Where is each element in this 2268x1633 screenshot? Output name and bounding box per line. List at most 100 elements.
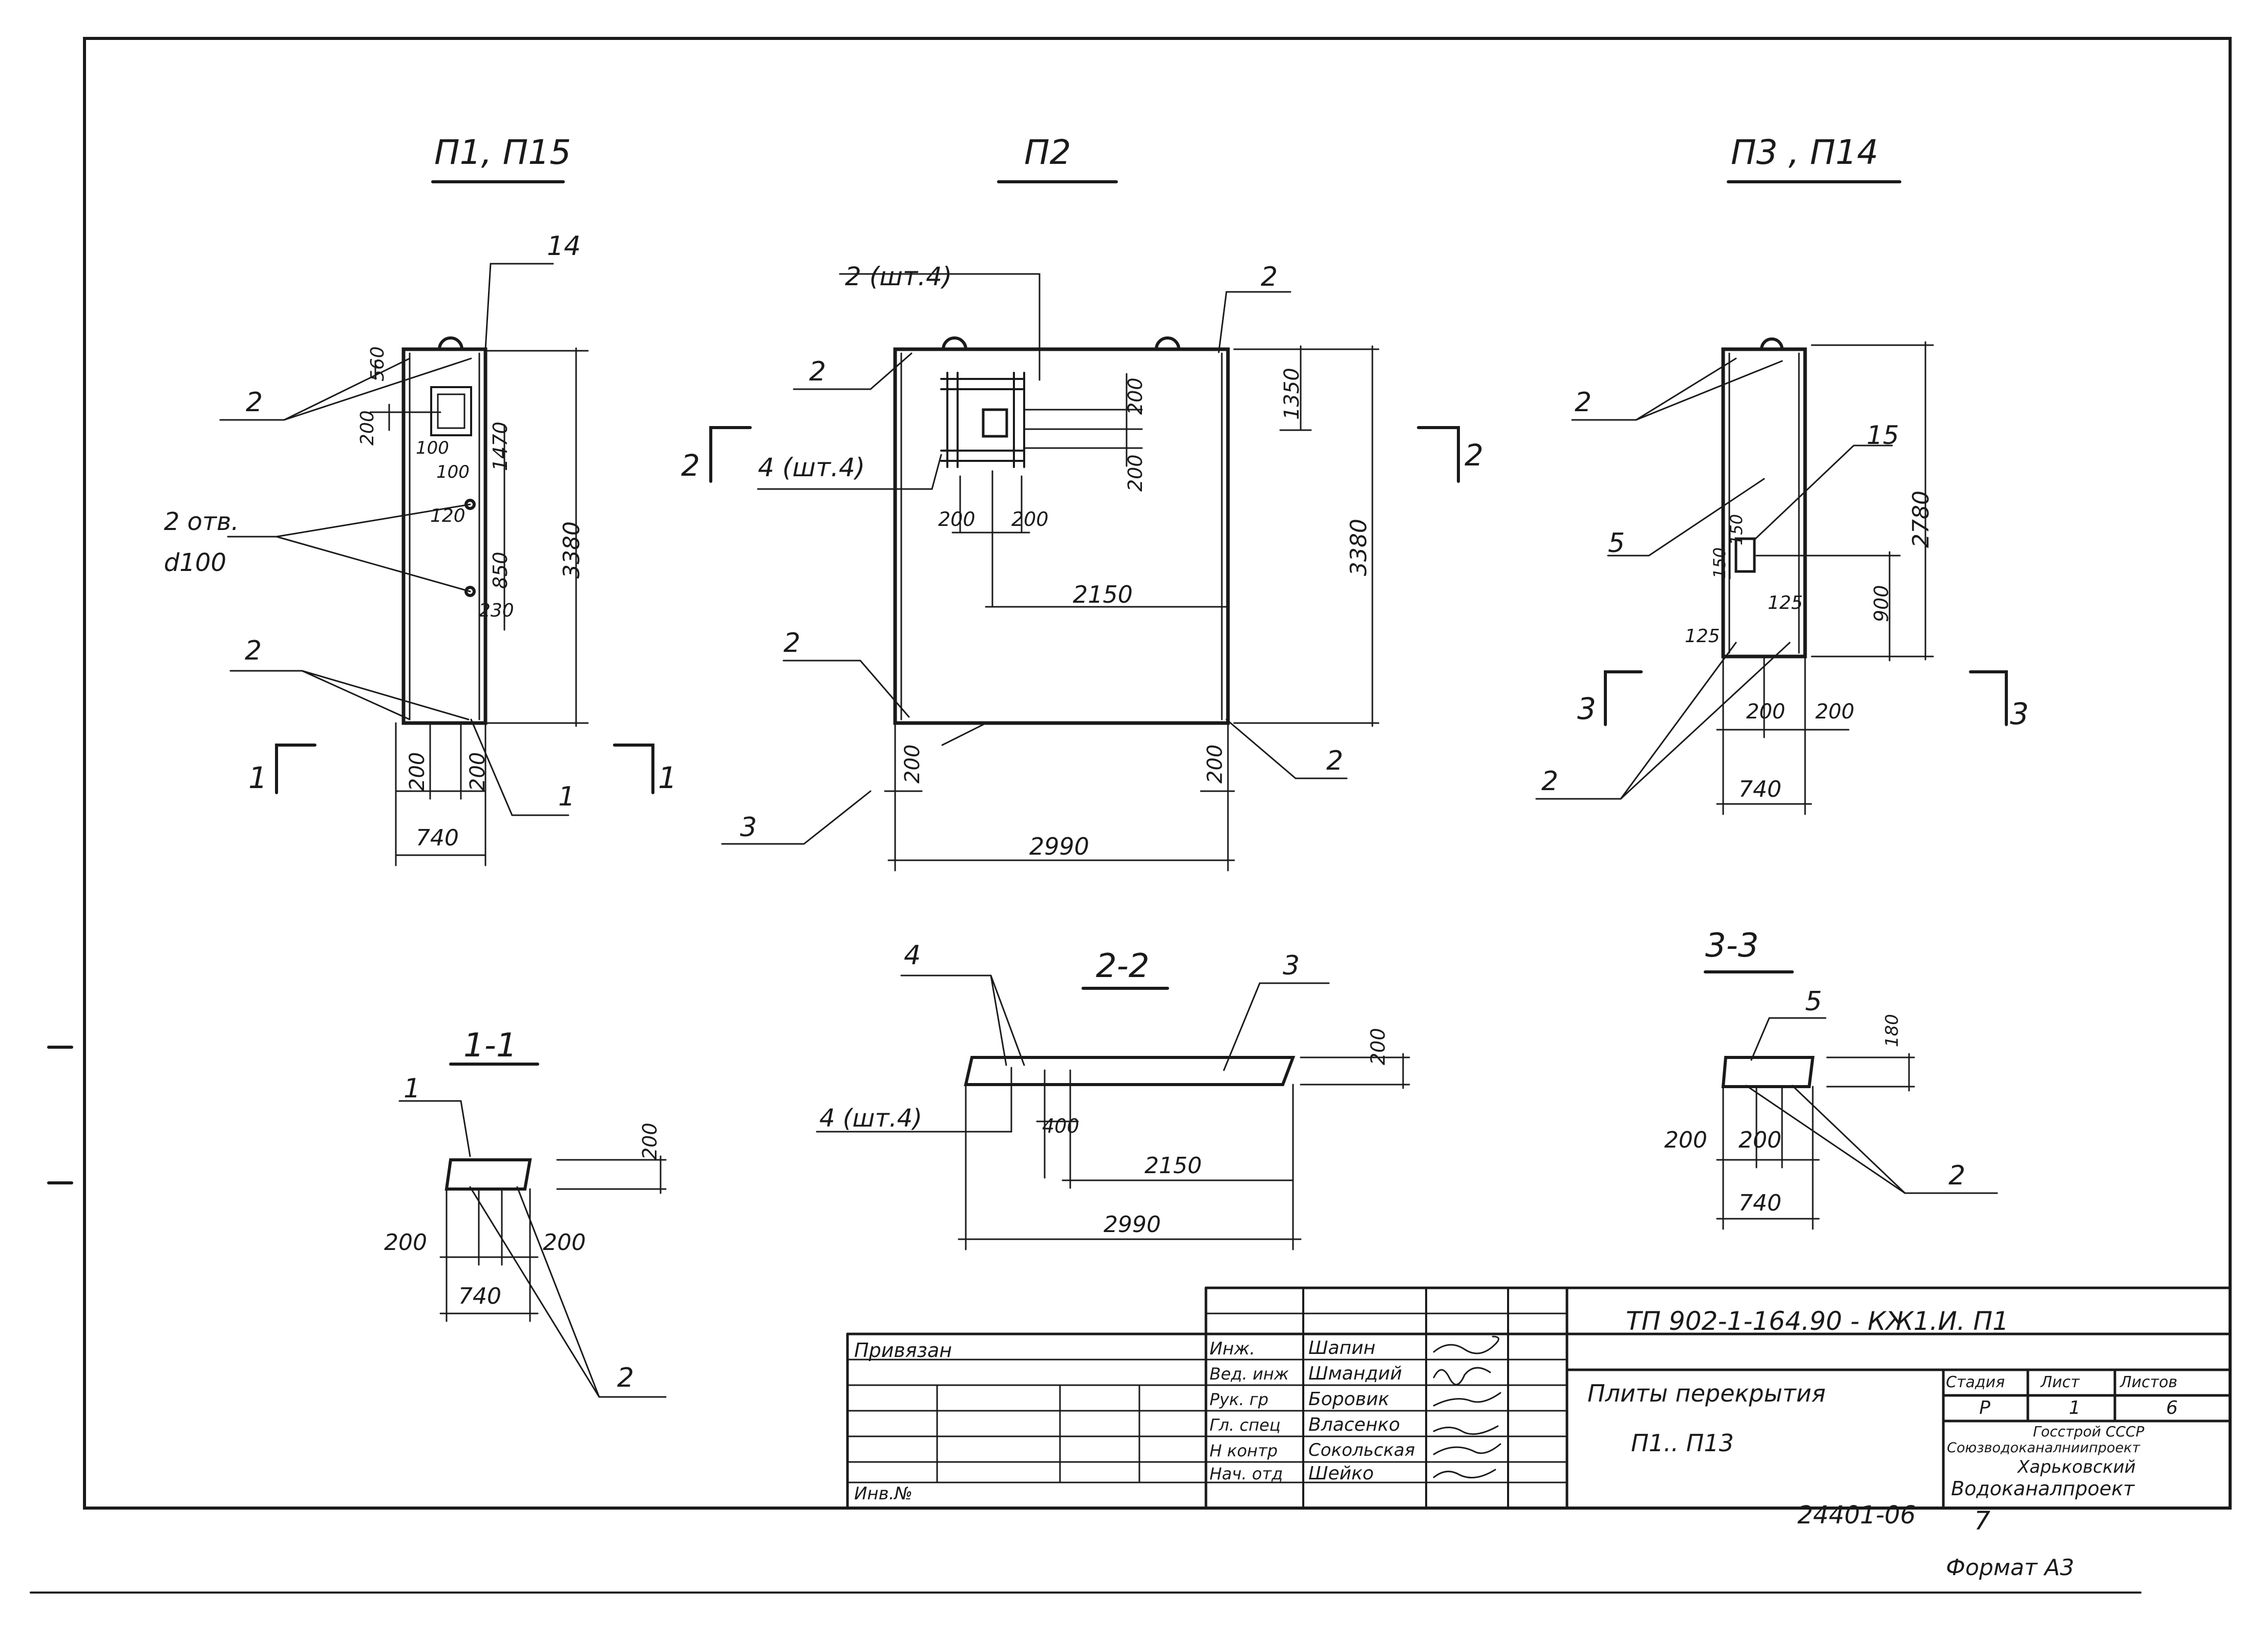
dim-125-a: 125 [1768, 592, 1803, 613]
s22-dim-400: 400 [1042, 1115, 1079, 1137]
role-3: Рук. гр [1210, 1390, 1269, 1409]
dim-560: 560 [367, 346, 388, 381]
s22-dim-200-height: 200 [1367, 1028, 1389, 1065]
sheet-frame [83, 37, 2232, 1510]
s33-callout-5: 5 [1805, 986, 1822, 1017]
org-line-2: Союзводоканалниипроект [1947, 1440, 2140, 1456]
callout-15: 15 [1867, 420, 1899, 450]
view-title-p2: П2 [1024, 133, 1071, 172]
section-3-3-drawing [1704, 970, 1998, 1230]
callout-2-sht4: 2 (шт.4) [845, 262, 952, 291]
signature-3 [1433, 1392, 1501, 1407]
dim-200-p2-a: 200 [1124, 377, 1147, 415]
s33-dim-740: 740 [1739, 1190, 1782, 1216]
dim-200-hole: 200 [357, 410, 378, 446]
section-mark-2-left: 2 [681, 448, 700, 483]
s22-callout-3: 3 [1283, 950, 1300, 981]
callout-holes-diameter: d100 [164, 548, 227, 577]
dim-900: 900 [1870, 585, 1893, 622]
callout-2-bottom-p3: 2 [1541, 766, 1559, 797]
dim-150-a: 150 [1710, 547, 1729, 579]
dim-850: 850 [489, 552, 512, 589]
section-mark-1-right: 1 [658, 760, 677, 795]
dim-100-a: 100 [416, 438, 449, 458]
callout-2-top-p3: 2 [1575, 387, 1592, 418]
callout-5: 5 [1608, 528, 1625, 559]
dim-2990-p2: 2990 [1029, 833, 1090, 860]
dim-200-p2-e: 200 [901, 744, 924, 783]
document-name-2: П1.. П13 [1631, 1429, 1734, 1457]
callout-2-bottom-left: 2 [245, 635, 262, 666]
name-6: Шейко [1308, 1463, 1374, 1484]
dim-150-b: 150 [1727, 514, 1746, 545]
role-2: Вед. инж [1210, 1364, 1289, 1384]
section-mark-3-right: 3 [2010, 696, 2029, 731]
callout-14: 14 [547, 231, 581, 262]
callout-2-top-left: 2 [246, 387, 263, 418]
s33-dim-180: 180 [1882, 1014, 1902, 1047]
callout-3: 3 [740, 812, 757, 843]
s11-dim-740: 740 [458, 1283, 501, 1309]
dim-1470: 1470 [489, 421, 512, 471]
signature-4 [1433, 1425, 1499, 1435]
document-name-1: Плиты перекрытия [1587, 1380, 1826, 1407]
callout-2-top-left-p2: 2 [809, 356, 826, 387]
s11-dim-200-left: 200 [384, 1229, 427, 1256]
role-6: Нач. отд [1210, 1464, 1283, 1483]
plate-p1-drawing [219, 180, 654, 866]
dim-200-p3-a: 200 [1746, 700, 1786, 724]
document-code: ТП 902-1-164.90 - КЖ1.И. П1 [1626, 1306, 2009, 1336]
dim-740-p1: 740 [416, 825, 459, 851]
section-title-1-1: 1-1 [463, 1027, 517, 1065]
name-5: Сокольская [1308, 1440, 1415, 1460]
s33-dim-200-right: 200 [1739, 1127, 1782, 1153]
callout-2-top-right: 2 [1261, 262, 1278, 292]
sheet-header: Лист [2041, 1373, 2080, 1391]
plate-p2-drawing [709, 180, 1460, 872]
dim-200-p1-left: 200 [406, 752, 429, 791]
section-mark-1-left: 1 [248, 760, 267, 795]
name-2: Шмандий [1308, 1363, 1402, 1384]
signature-5 [1433, 1443, 1501, 1455]
callout-1: 1 [558, 781, 576, 812]
dim-200-p3-b: 200 [1815, 700, 1855, 724]
s33-callout-2: 2 [1948, 1160, 1966, 1191]
name-4: Власенко [1308, 1414, 1401, 1435]
callout-2-bottom-right-p2: 2 [1326, 746, 1344, 776]
page-number: 7 [1974, 1506, 1990, 1536]
callout-2-bottom-left-p2: 2 [783, 628, 801, 659]
section-2-2-drawing [816, 974, 1410, 1250]
callout-4-sht4: 4 (шт.4) [758, 453, 865, 482]
org-line-4: Водоканалпроект [1951, 1477, 2135, 1500]
s11-callout-1: 1 [404, 1073, 421, 1104]
s11-dim-200-height: 200 [639, 1122, 661, 1160]
view-title-p3: П3 , П14 [1731, 133, 1879, 172]
stage-value: Р [1979, 1397, 1990, 1418]
dim-200-p2-c: 200 [938, 508, 976, 531]
dim-200-p2-d: 200 [1011, 508, 1049, 531]
org-line-3: Харьковский [2018, 1457, 2136, 1477]
privyazan-label: Привязан [854, 1339, 952, 1362]
dim-200-p1-right: 200 [466, 752, 490, 791]
format-label: Формат А3 [1946, 1555, 2074, 1581]
sheets-header: Листов [2120, 1373, 2178, 1391]
signature-1 [1433, 1335, 1499, 1354]
dim-2150-p2: 2150 [1073, 581, 1133, 608]
view-title-p1: П1, П15 [434, 133, 571, 172]
name-1: Шапин [1308, 1338, 1376, 1359]
dim-125-b: 125 [1685, 626, 1720, 647]
dim-230: 230 [479, 600, 514, 621]
s11-dim-200-right: 200 [543, 1229, 586, 1256]
sheets-value: 6 [2166, 1397, 2178, 1418]
role-1: Инж. [1210, 1339, 1256, 1359]
section-mark-2-right: 2 [1465, 438, 1483, 473]
section-title-3-3: 3-3 [1705, 927, 1759, 965]
s22-callout-4: 4 [904, 940, 921, 971]
s22-dim-2150: 2150 [1144, 1153, 1202, 1179]
dim-3380-p1: 3380 [559, 521, 585, 579]
role-5: Н контр [1210, 1441, 1278, 1460]
dim-120: 120 [430, 505, 465, 526]
signature-6 [1433, 1469, 1496, 1479]
dim-740-p3: 740 [1739, 776, 1782, 802]
